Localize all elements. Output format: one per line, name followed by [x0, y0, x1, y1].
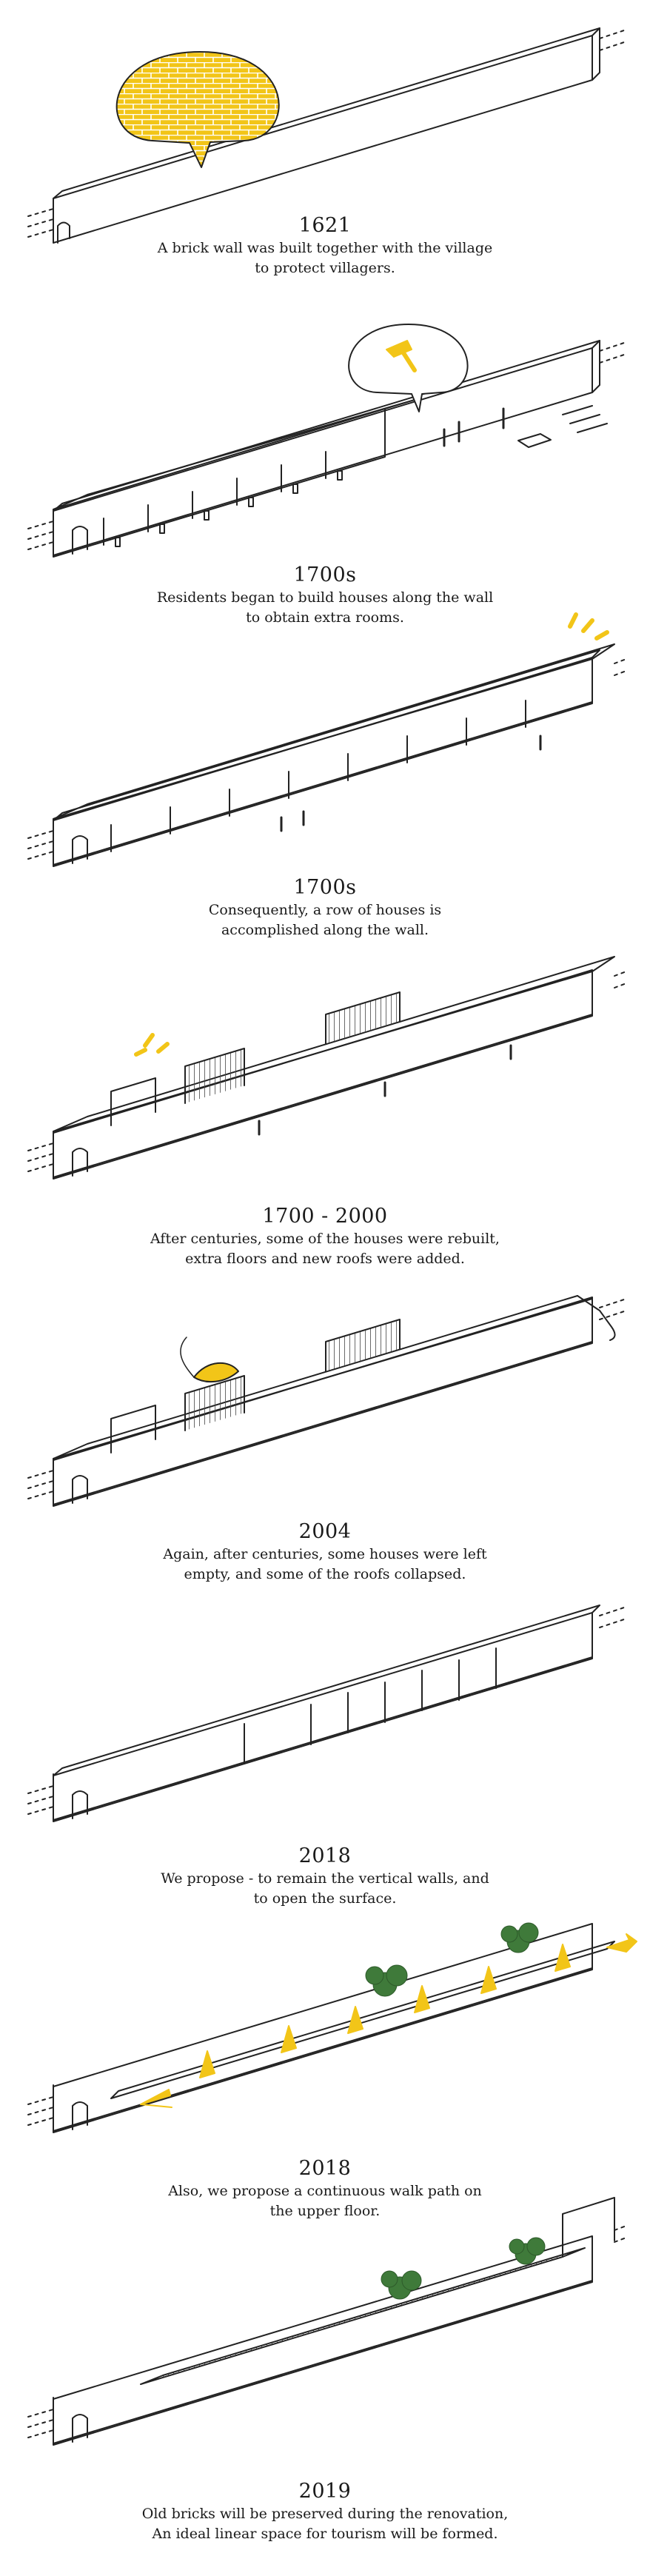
- stage-3-caption: 1700s Consequently, a row of houses is a…: [0, 875, 650, 940]
- stage-description: An ideal linear space for tourism will b…: [152, 2526, 498, 2542]
- stage-year: 2018: [298, 1844, 352, 1867]
- stage-description: After centuries, some of the houses were…: [150, 1231, 500, 1247]
- stage-4-rebuilt-drawing: [27, 956, 627, 1180]
- stage-1-wall-drawing: [27, 27, 627, 244]
- stage-year: 2019: [298, 2480, 352, 2503]
- stage-description: Consequently, a row of houses is: [208, 902, 442, 918]
- sparkle-icon: [568, 612, 609, 640]
- falling-leaf-icon: [180, 1336, 239, 1383]
- walk-arrow-icon: [140, 1933, 637, 2108]
- stage-4-caption: 1700 - 2000 After centuries, some of the…: [0, 1204, 650, 1269]
- stage-8-renovation-drawing: [27, 2197, 627, 2446]
- stage-7-caption: 2018 Also, we propose a continuous walk …: [0, 2156, 650, 2221]
- stage-3-row-drawing: [27, 612, 627, 867]
- stage-year: 2004: [298, 1520, 352, 1543]
- stage-1-caption: 1621 A brick wall was built together wit…: [0, 213, 650, 278]
- stage-2-houses-drawing: [27, 324, 627, 558]
- stage-2-caption: 1700s Residents began to build houses al…: [0, 563, 650, 628]
- stage-year: 1700 - 2000: [262, 1205, 388, 1228]
- sparkle-icon: [134, 1033, 170, 1057]
- stage-8-caption: 2019 Old bricks will be preserved during…: [0, 2479, 650, 2544]
- stage-year: 1700s: [293, 876, 357, 899]
- stage-description: A brick wall was built together with the…: [157, 240, 493, 256]
- hammer-bubble-icon: [348, 324, 469, 412]
- stage-description: Residents began to build houses along th…: [156, 589, 494, 606]
- stage-5-collapse-drawing: [27, 1295, 627, 1507]
- stage-6-open-drawing: [27, 1605, 627, 1822]
- brick-bubble-icon: [115, 51, 280, 168]
- stage-5-caption: 2004 Again, after centuries, some houses…: [0, 1519, 650, 1585]
- stage-year: 1700s: [293, 563, 357, 586]
- stage-description: to protect villagers.: [255, 260, 395, 276]
- stage-description: We propose - to remain the vertical wall…: [161, 1870, 489, 1887]
- stage-description: to open the surface.: [253, 1890, 397, 1907]
- stage-year: 1621: [298, 214, 352, 237]
- stage-description: extra floors and new roofs were added.: [185, 1251, 465, 1267]
- tree-icon: [365, 1922, 539, 1997]
- stage-description: Again, after centuries, some houses were…: [163, 1546, 487, 1562]
- stage-description: to obtain extra rooms.: [246, 609, 404, 626]
- stage-7-walkpath-drawing: [27, 1922, 637, 2133]
- stage-description: accomplished along the wall.: [221, 922, 429, 938]
- tree-icon: [381, 2237, 546, 2300]
- stage-year: 2018: [298, 2157, 352, 2180]
- stage-description: the upper floor.: [269, 2203, 381, 2219]
- stage-description: empty, and some of the roofs collapsed.: [184, 1566, 466, 1582]
- stage-description: Also, we propose a continuous walk path …: [168, 2183, 482, 2199]
- stage-description: Old bricks will be preserved during the …: [141, 2506, 509, 2522]
- stage-6-caption: 2018 We propose - to remain the vertical…: [0, 1844, 650, 1909]
